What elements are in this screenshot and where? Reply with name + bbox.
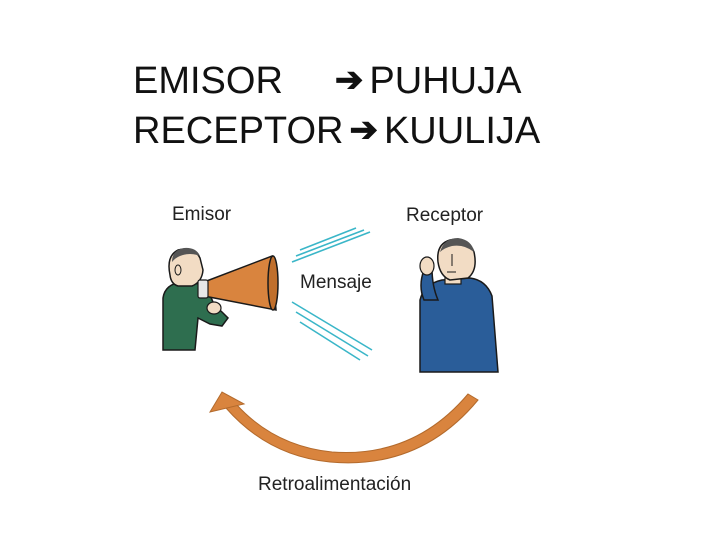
message-label: Mensaje xyxy=(300,272,372,293)
feedback-arrow-icon xyxy=(208,391,479,464)
message-waves-icon xyxy=(291,227,373,361)
title-receptor: RECEPTOR xyxy=(133,110,344,152)
title-kuulija: KUULIJA xyxy=(383,110,541,152)
right-arrow-icon: ➔ xyxy=(334,61,364,99)
title-emisor: EMISOR xyxy=(133,60,283,102)
title-line-receptor: RECEPTOR➔KUULIJA xyxy=(133,112,540,150)
megaphone-icon xyxy=(197,254,279,311)
title-puhuja: PUHUJA xyxy=(369,60,522,102)
right-arrow-icon: ➔ xyxy=(349,111,378,149)
feedback-label: Retroalimentación xyxy=(258,474,412,495)
receiver-figure-icon xyxy=(419,238,499,373)
receiver-label: Receptor xyxy=(406,205,484,226)
sender-figure-icon xyxy=(162,247,229,351)
title-line-emisor: EMISOR ➔PUHUJA xyxy=(133,62,521,100)
sender-label: Emisor xyxy=(172,204,232,225)
